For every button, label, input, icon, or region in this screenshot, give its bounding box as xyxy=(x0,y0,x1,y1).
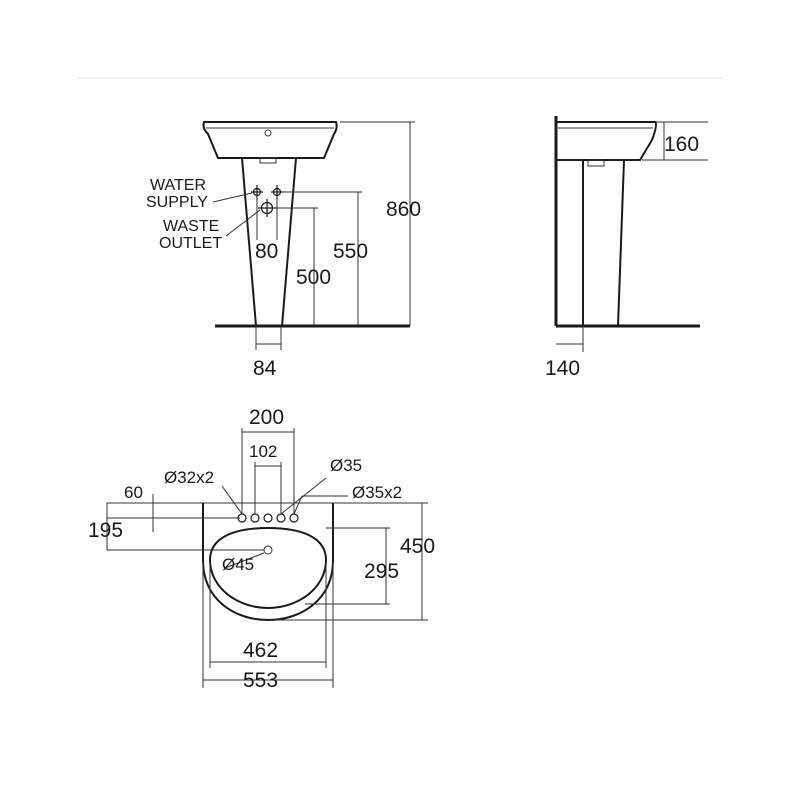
dim-supply-height: 550 xyxy=(333,240,368,263)
dim-supply-spacing: 80 xyxy=(255,240,278,263)
dim-drain-wall-offset: 195 xyxy=(88,519,123,542)
water-supply-label-line2: SUPPLY xyxy=(146,194,208,211)
dim-total-height: 860 xyxy=(386,198,421,221)
dim-bowl-depth: 295 xyxy=(364,560,399,583)
dim-pedestal-wall-offset: 140 xyxy=(545,357,580,380)
tap-holes xyxy=(237,513,299,523)
dim-tap-spacing-outer: 200 xyxy=(249,406,284,429)
dim-bowl-width: 462 xyxy=(243,639,278,662)
top-view: 200 102 Ø32x2 Ø35 Ø35x2 60 195 450 295 xyxy=(88,406,435,692)
front-overflow xyxy=(259,157,277,164)
side-basin-outline xyxy=(556,121,657,161)
dim-pedestal-base: 84 xyxy=(253,357,277,380)
dim-waste-height: 500 xyxy=(296,266,331,289)
supply-and-waste-symbols xyxy=(251,185,283,217)
hole-side-callout: Ø32x2 xyxy=(164,468,214,487)
hole-center-callout: Ø35 xyxy=(330,456,362,475)
front-view: WATER SUPPLY WASTE OUTLET 860 550 500 80… xyxy=(146,121,421,380)
water-supply-label-line1: WATER xyxy=(150,177,206,194)
front-tap-hole xyxy=(264,129,272,137)
waste-outlet-label-line1: WASTE xyxy=(163,218,219,235)
hole-pair-callout: Ø35x2 xyxy=(352,483,402,502)
dim-total-width: 553 xyxy=(243,669,278,692)
dim-basin-depth: 160 xyxy=(664,133,699,156)
front-basin-outline xyxy=(202,121,338,159)
top-basin-bowl xyxy=(208,526,328,610)
dim-hole-wall-offset: 60 xyxy=(124,483,143,502)
side-view: 160 140 xyxy=(545,116,708,380)
drain-callout: Ø45 xyxy=(222,555,254,574)
top-drain xyxy=(263,545,273,555)
side-pedestal-outline xyxy=(582,159,625,327)
dim-tap-spacing-inner: 102 xyxy=(249,442,277,461)
waste-outlet-label-line2: OUTLET xyxy=(159,235,222,252)
side-overflow xyxy=(587,159,605,167)
dim-total-depth: 450 xyxy=(400,535,435,558)
